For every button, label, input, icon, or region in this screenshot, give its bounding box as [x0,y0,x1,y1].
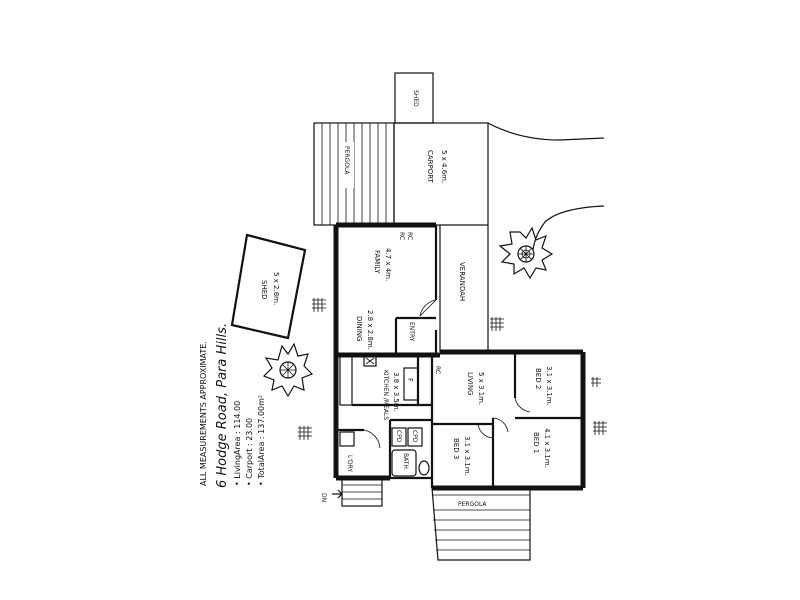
pergola-top: PERGOLA [313,122,395,226]
note-carport: • Carport : 23.00 [245,418,254,486]
note-total-area: • TotalArea : 137.00m² [257,395,266,486]
tree-left-icon [262,342,314,398]
toilet-icon [418,460,430,476]
bathtub [391,449,417,477]
carport-size: 5 x 4.6m. [440,150,448,183]
bed2-label: BED 2 [534,368,542,389]
bed1-size: 4.1 x 3.1m. [543,428,551,468]
bed3-label: BED 3 [452,438,460,459]
cpd-2-box [407,427,423,447]
cpd-1-box [391,427,407,447]
rc-marker-3: RC [434,366,441,374]
f-marker: F [406,378,414,382]
carport: CARPORT 5 x 4.6m. [393,122,489,226]
verandah: VERANDAH [439,225,489,352]
pergola-bottom-outline [431,487,531,561]
family-label: FAMILY [373,250,381,274]
room-labels: FAMILY 4.7 x 4m. DINING 2.8 x 2.8m. ENTR… [355,248,553,476]
laundry-label: L'DRY [346,455,353,472]
tree-right-icon [498,226,554,280]
shed-yard-label: SHED [260,280,268,300]
bath-label: BATH [402,453,409,469]
living-size: 5 x 3.1m. [477,372,485,405]
wet-areas: CPD CPD BATH L'DRY [339,427,430,477]
living-label: LIVING [466,372,474,395]
bed2-size: 3.1 x 3.1m. [545,366,553,406]
shed-yard-outline [230,233,307,340]
rc-marker-2: RC [406,232,413,240]
kitchen-label: KITCHEN /MEALS [382,370,389,420]
shed-top: SHED [394,72,434,124]
shed-yard-size: 5 x 2.8m. [272,272,280,305]
pergola-bottom-label: PERGOLA [458,501,487,508]
pergola-top-label: PERGOLA [343,146,350,175]
shed-yard: SHED 5 x 2.8m. [230,233,307,340]
shrub-icons [298,298,607,440]
cpd-2-label: CPD [411,430,418,443]
laundry-tub [339,431,355,447]
carport-label: CARPORT [426,150,434,184]
dining-size: 2.8 x 2.8m. [366,310,374,350]
dining-counter [339,354,419,406]
down-arrow-icon [332,489,343,499]
carport-outline [393,122,489,226]
shed-top-label: SHED [412,90,419,107]
pergola-bottom: PERGOLA [431,487,531,561]
bed3-size: 3.1 x 3.1m. [463,436,471,476]
verandah-label: VERANDAH [458,262,466,301]
rc-marker-1: RC [398,232,405,240]
note-living-area: • LivingArea : 114.00 [233,401,242,486]
small-markers: RC RC RC F [398,232,441,382]
dn-label: DN [320,493,327,502]
note-approximate: ALL MEASUREMENTS APPROXIMATE. [199,341,208,486]
family-size: 4.7 x 4m. [384,248,392,281]
plan-address: 6 Hodge Road, Para Hills. [215,323,230,488]
dining-label: DINING [355,316,363,341]
bed1-label: BED 1 [532,432,540,453]
kitchen-size: 3.8 x 3.5m. [392,372,400,412]
plan-notes: ALL MEASUREMENTS APPROXIMATE. 6 Hodge Ro… [199,323,266,488]
cpd-1-label: CPD [395,430,402,443]
entry-label: ENTRY [408,322,415,342]
driveway [487,122,605,251]
rear-steps: DN [320,477,383,507]
